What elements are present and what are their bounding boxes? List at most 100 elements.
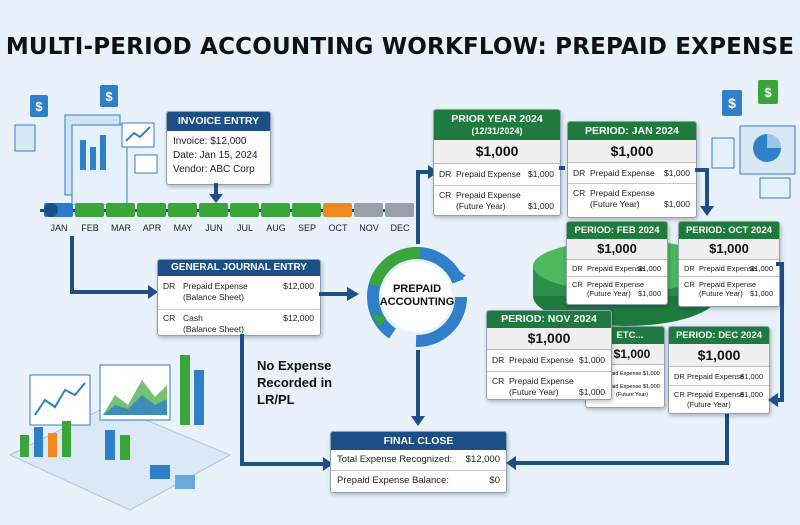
- cr-account-sub: (Future Year): [509, 387, 559, 397]
- dr-code: DR: [674, 372, 685, 381]
- note-line1: No Expense: [257, 358, 332, 373]
- general-journal-entry-card: GENERAL JOURNAL ENTRY DR Prepaid Expense…: [157, 259, 321, 336]
- month-segment-may: [168, 203, 197, 217]
- dr-code: DR: [573, 168, 586, 178]
- etc-dr-line: DR Prepaid Expense $1,000: [590, 371, 660, 377]
- arrow-oct-to-dec: [780, 262, 784, 402]
- page-title: MULTI-PERIOD ACCOUNTING WORKFLOW: PREPAI…: [5, 34, 795, 60]
- cr-account: Prepaid Expense: [699, 280, 757, 289]
- dollar-badge-icon: [30, 95, 48, 117]
- arrow-dec-to-final: [725, 410, 729, 465]
- dr-account: Prepaid Expense: [456, 169, 521, 179]
- final-close-header: FINAL CLOSE: [331, 432, 506, 450]
- invoice-vendor: Vendor: ABC Corp: [173, 164, 255, 175]
- cr-code: CR: [684, 280, 695, 289]
- note-line2: Recorded in: [257, 375, 333, 390]
- cr-value: $1,000: [664, 199, 690, 209]
- cr-value: $1,000: [528, 201, 554, 211]
- arrow-jan-to-journal: [70, 236, 74, 294]
- cr-code: CR: [674, 390, 685, 399]
- period-card-nov: PERIOD: NOV 2024 $1,000 DR Prepaid Expen…: [486, 310, 612, 400]
- cr-account-sub: (Future Year): [456, 201, 506, 211]
- dr-code: DR: [572, 264, 583, 273]
- etc-cr-line: CR Prepaid Expense $1,000: [590, 384, 660, 390]
- period-header: PERIOD: DEC 2024: [669, 327, 769, 344]
- month-label: JUN: [205, 223, 223, 233]
- period-amount: $1,000: [487, 328, 611, 350]
- dr-account: Prepaid Expense: [699, 264, 757, 273]
- cr-value: $1,000: [579, 387, 605, 397]
- cr-account-sub: (Future Year): [590, 199, 640, 209]
- cr-account-sub: (Future Year): [587, 289, 631, 298]
- arrow-journal-to-final: [240, 334, 244, 464]
- arrow-segment: [515, 461, 729, 465]
- dr-account: Prepaid Expense: [587, 264, 645, 273]
- invoice-number: Invoice: $12,000: [173, 136, 247, 147]
- period-card-feb: PERIOD: FEB 2024 $1,000 DR Prepaid Expen…: [566, 221, 668, 305]
- timeline-start-dot: [44, 203, 58, 217]
- arrow-jan-to-oct: [695, 168, 709, 172]
- dr-value: $1,000: [528, 169, 554, 179]
- arrow-head: [323, 457, 333, 471]
- month-label: JAN: [50, 223, 68, 233]
- final-row-label: Total Expense Recognized:: [337, 454, 453, 465]
- dr-code: DR: [684, 264, 695, 273]
- arrow-center-to-final: [416, 350, 420, 418]
- arrow-segment: [776, 398, 784, 402]
- month-label: SEP: [297, 223, 316, 233]
- invoice-entry-header: INVOICE ENTRY: [167, 112, 270, 131]
- cr-value: $1,000: [740, 390, 763, 399]
- period-amount: $1,000: [669, 344, 769, 367]
- cr-code: CR: [439, 190, 452, 200]
- dr-code: DR: [439, 169, 452, 179]
- arrow-journal-to-center: [319, 292, 349, 296]
- period-card-oct: PERIOD: OCT 2024 $1,000 DR Prepaid Expen…: [678, 221, 780, 307]
- dr-account: Prepaid Expense: [590, 168, 655, 178]
- period-header: PERIOD: FEB 2024: [567, 222, 667, 239]
- arrow-head: [411, 416, 425, 426]
- final-row-label: Prepaid Expense Balance:: [337, 475, 449, 486]
- dr-account: Prepaid Expense: [183, 281, 248, 291]
- dollar-badge-icon: [758, 80, 778, 104]
- arrow-segment: [705, 168, 709, 208]
- month-segment-dec: [385, 203, 414, 217]
- svg-text:$: $: [35, 99, 43, 114]
- period-header: PERIOD: OCT 2024: [679, 222, 779, 239]
- dr-value: $12,000: [283, 281, 314, 291]
- period-header: PERIOD: NOV 2024: [487, 311, 611, 328]
- invoice-illustration: $ $: [14, 85, 158, 205]
- cr-account: Prepaid Expense: [587, 280, 645, 289]
- period-amount: $1,000: [568, 140, 696, 163]
- dr-value: $1,000: [740, 372, 763, 381]
- period-header: PERIOD: JAN 2024: [568, 122, 696, 140]
- period-card-prior-year: PRIOR YEAR 2024 (12/31/2024) $1,000 DR P…: [433, 109, 561, 216]
- note-line3: LR/PL: [257, 392, 295, 407]
- month-label: FEB: [81, 223, 99, 233]
- arrow-segment: [70, 290, 150, 294]
- cr-code: CR: [572, 280, 583, 289]
- invoice-date: Date: Jan 15, 2024: [173, 150, 258, 161]
- cr-account: Prepaid Expense: [456, 190, 521, 200]
- period-amount: $1,000: [434, 140, 560, 164]
- month-segment-jun: [199, 203, 228, 217]
- month-label: DEC: [390, 223, 410, 233]
- arrow-head: [148, 285, 158, 299]
- final-row-value: $12,000: [465, 454, 500, 465]
- month-segment-nov: [354, 203, 383, 217]
- arrow-head: [209, 194, 223, 203]
- finance-illustration: $ $: [711, 80, 796, 199]
- dr-code: DR: [163, 281, 176, 291]
- dr-account: Prepaid Expense: [509, 355, 574, 365]
- arrow-head: [506, 456, 516, 470]
- arrow-head: [768, 393, 778, 407]
- analytics-illustration: [8, 355, 232, 511]
- period-card-jan: PERIOD: JAN 2024 $1,000 DR Prepaid Expen…: [567, 121, 697, 218]
- month-segment-mar: [106, 203, 135, 217]
- month-label: MAY: [173, 223, 193, 233]
- center-label-line2: ACCOUNTING: [379, 296, 455, 308]
- etc-cr-sub: (Future Year): [616, 392, 649, 398]
- period-header-title: PRIOR YEAR 2024: [451, 113, 543, 125]
- period-amount: $1,000: [679, 239, 779, 260]
- cr-value: $1,000: [638, 289, 661, 298]
- dr-account-sub: (Balance Sheet): [183, 292, 244, 302]
